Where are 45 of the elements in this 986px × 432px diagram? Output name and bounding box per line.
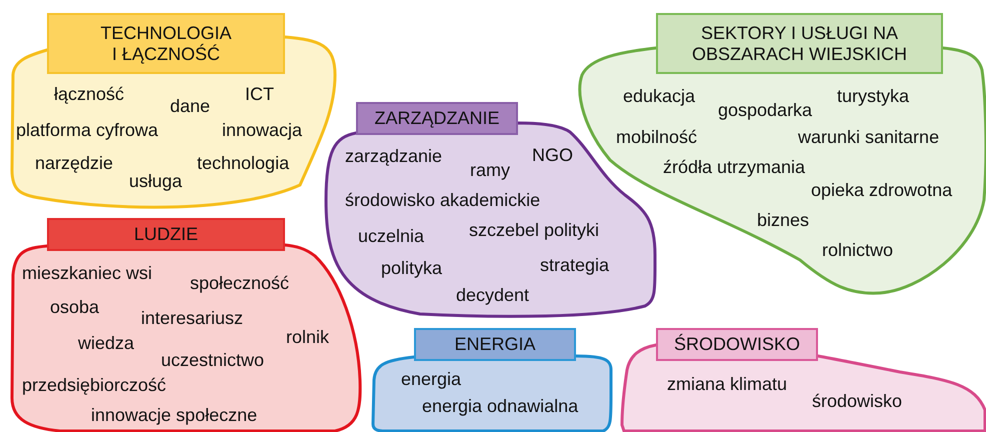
keyword: zarządzanie	[345, 146, 442, 166]
keyword: energia odnawialna	[422, 396, 578, 416]
keyword: zmiana klimatu	[667, 374, 788, 394]
keyword: środowisko	[812, 391, 902, 411]
category-heading: ZARZĄDZANIE	[356, 102, 518, 135]
keyword: innowacje społeczne	[91, 405, 258, 425]
keyword: źródła utrzymania	[663, 157, 806, 177]
keyword: uczestnictwo	[161, 350, 264, 370]
keyword: opieka zdrowotna	[811, 180, 952, 200]
keyword: rolnictwo	[822, 240, 894, 260]
keyword: osoba	[50, 297, 100, 317]
keyword: interesariusz	[141, 308, 244, 328]
category-heading: SEKTORY I USŁUGI NA OBSZARACH WIEJSKICH	[656, 13, 943, 74]
keyword: warunki sanitarne	[798, 127, 940, 147]
keyword: wiedza	[78, 333, 134, 353]
keyword: środowisko akademickie	[345, 190, 540, 210]
keyword: szczebel polityki	[469, 220, 600, 240]
category-heading: ENERGIA	[414, 328, 576, 361]
keyword: mieszkaniec wsi	[22, 263, 152, 283]
category-heading: LUDZIE	[47, 218, 285, 251]
keyword: łączność	[54, 84, 124, 104]
keyword: polityka	[381, 258, 442, 278]
keyword: społeczność	[190, 273, 290, 293]
keyword: dane	[170, 96, 210, 116]
category-heading: ŚRODOWISKO	[656, 328, 818, 361]
keyword: turystyka	[837, 86, 910, 106]
keyword: edukacja	[623, 86, 696, 106]
keyword: innowacja	[222, 120, 302, 140]
keyword: strategia	[540, 255, 610, 275]
keyword: rolnik	[286, 327, 330, 347]
keyword: gospodarka	[718, 100, 812, 120]
keyword: NGO	[532, 145, 574, 165]
keyword: narzędzie	[35, 153, 114, 173]
keyword: biznes	[757, 210, 810, 230]
category-heading: TECHNOLOGIA I ŁĄCZNOŚĆ	[47, 13, 285, 74]
keyword: technologia	[197, 153, 290, 173]
keyword: ramy	[470, 160, 510, 180]
keyword: platforma cyfrowa	[16, 120, 158, 140]
keyword: ICT	[245, 84, 274, 104]
keyword: uczelnia	[358, 226, 424, 246]
keyword: usługa	[129, 171, 182, 191]
keyword: przedsiębiorczość	[22, 375, 166, 395]
keyword: mobilność	[616, 127, 698, 147]
keyword: decydent	[456, 285, 530, 305]
keyword: energia	[401, 369, 462, 389]
